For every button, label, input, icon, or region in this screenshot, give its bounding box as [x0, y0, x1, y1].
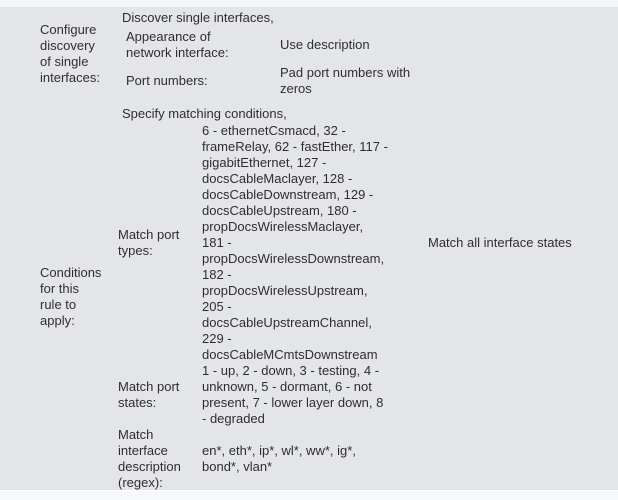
section-label-cell: Configure discovery of single interfaces… [0, 7, 104, 101]
field-label: Port numbers: [126, 73, 208, 88]
field-label: Match port types: [118, 227, 180, 258]
matching-conditions-table: Match port types: 6 - ethernetCsmacd, 32… [118, 123, 572, 490]
settings-table: Configure discovery of single interfaces… [0, 7, 618, 490]
field-row-port-states: Match port states: 1 - up, 2 - down, 3 -… [118, 363, 572, 427]
section-heading: Discover single interfaces, [122, 10, 274, 25]
field-value: Pad port numbers with zeros [280, 65, 411, 96]
field-value: 6 - ethernetCsmacd, 32 - frameRelay, 62 … [202, 123, 388, 362]
section-row-discovery: Configure discovery of single interfaces… [0, 7, 618, 101]
section-content-cell: Specify matching conditions, Match port … [104, 101, 618, 490]
section-label-cell: Conditions for this rule to apply: [0, 101, 104, 490]
field-label: Match interface description (regex): [118, 427, 181, 490]
discovery-settings-panel: Configure discovery of single interfaces… [0, 7, 618, 490]
section-heading: Specify matching conditions, [122, 106, 287, 121]
field-value: Use description [280, 37, 370, 52]
section-row-conditions: Conditions for this rule to apply: Speci… [0, 101, 618, 490]
bottom-strip [0, 490, 618, 500]
field-row-port-numbers: Port numbers: Pad port numbers with zero… [118, 63, 430, 99]
top-strip [0, 0, 618, 7]
section-content-cell: Discover single interfaces, Appearance o… [104, 7, 618, 101]
discovery-options-table: Appearance of network interface: Use des… [118, 27, 430, 99]
spacer-cell [388, 427, 572, 490]
field-row-appearance: Appearance of network interface: Use des… [118, 27, 430, 63]
field-row-port-types: Match port types: 6 - ethernetCsmacd, 32… [118, 123, 572, 363]
field-row-description-regex: Match interface description (regex): en*… [118, 427, 572, 490]
side-note: Match all interface states [428, 235, 572, 250]
field-label: Match port states: [118, 379, 180, 410]
section-label: Configure discovery of single interfaces… [40, 22, 100, 85]
field-label: Appearance of network interface: [126, 29, 229, 60]
field-value: en*, eth*, ip*, wl*, ww*, ig*, bond*, vl… [202, 443, 356, 474]
spacer-cell [388, 363, 572, 427]
field-value: 1 - up, 2 - down, 3 - testing, 4 - unkno… [202, 363, 384, 426]
section-label: Conditions for this rule to apply: [40, 265, 102, 328]
